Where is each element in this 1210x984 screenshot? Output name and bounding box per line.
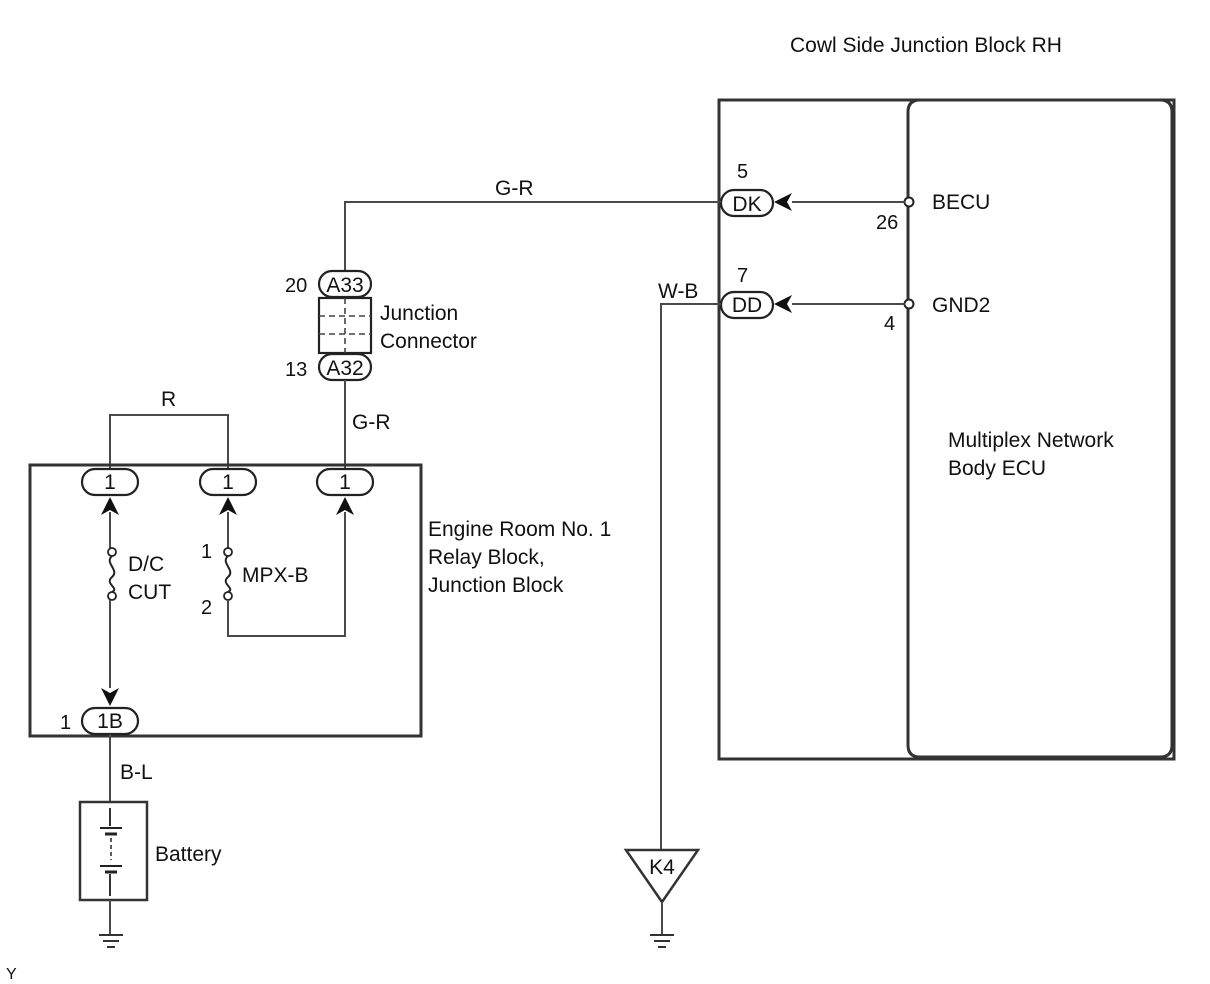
wire-gr-top-label: G-R [495, 177, 534, 200]
body-ecu-name-line1: Multiplex Network [948, 429, 1114, 452]
mpx-b-fuse-icon [224, 555, 232, 593]
relay-right-arrow-icon [336, 497, 354, 515]
relay-block-name-line3: Junction Block [428, 574, 564, 597]
battery-cells-icon [100, 808, 122, 896]
wire-r-label: R [161, 388, 176, 411]
dc-cut-fuse-icon [108, 555, 116, 593]
becu-pin-number: 26 [876, 212, 898, 234]
wire-r [109, 414, 229, 468]
mpx-b-pin1: 1 [201, 541, 212, 563]
mpx-b-terminal-bottom [223, 591, 233, 601]
battery-ground-icon [99, 934, 123, 948]
connector-a33-label: A33 [326, 274, 363, 297]
relay-block-outline [28, 463, 423, 738]
dc-cut-label-line2: CUT [128, 581, 171, 604]
relay-connector-mid-pin: 1 [222, 471, 234, 494]
mpx-b-terminal-top [223, 547, 233, 557]
relay-mid-arrow-icon [219, 497, 237, 515]
junction-connector-name-line2: Connector [380, 330, 477, 353]
becu-terminal [903, 196, 915, 208]
dk-terminal-arrow-icon [774, 193, 792, 211]
connector-dd-pin: 7 [737, 265, 748, 287]
wire-gr-mid-label: G-R [352, 411, 391, 434]
connector-dk-pin: 5 [737, 161, 748, 183]
gnd2-label: GND2 [932, 294, 990, 317]
connector-a32-pin: 13 [285, 359, 307, 381]
relay-connector-left-pin: 1 [104, 471, 116, 494]
gnd2-terminal [903, 298, 915, 310]
wire-wb [660, 303, 721, 850]
junction-connector-name-line1: Junction [380, 302, 458, 325]
dd-terminal-arrow-icon [774, 295, 792, 313]
battery-label: Battery [155, 843, 222, 866]
connector-1b-label: 1B [97, 710, 123, 733]
dc-cut-terminal-bottom [107, 591, 117, 601]
wire-bl-label: B-L [120, 761, 153, 784]
connector-dk-label: DK [732, 193, 761, 216]
relay-connector-mid [198, 467, 258, 497]
body-ecu-name-line2: Body ECU [948, 457, 1046, 480]
body-ecu-outline [906, 98, 1174, 759]
relay-connector-right-pin: 1 [339, 471, 351, 494]
footer-code: Y [6, 966, 17, 983]
k4-ground-icon [650, 934, 674, 948]
gnd2-pin-number: 4 [884, 313, 895, 335]
relay-connector-left [80, 467, 140, 497]
relay-1b-arrow-icon [101, 688, 119, 706]
cowl-junction-block-title: Cowl Side Junction Block RH [790, 34, 1062, 57]
k4-ground-label: K4 [649, 856, 675, 879]
wire-gr-top [344, 201, 721, 270]
relay-left-arrow-icon [101, 497, 119, 515]
mpx-b-pin2: 2 [201, 597, 212, 619]
relay-block-name-line2: Relay Block, [428, 546, 545, 569]
dc-cut-terminal-top [107, 547, 117, 557]
connector-a33-pin: 20 [285, 275, 307, 297]
k4-ground-point-icon [623, 848, 701, 905]
connector-dd-label: DD [732, 294, 762, 317]
junction-connector-body [317, 296, 373, 355]
wire-wb-label: W-B [658, 280, 698, 303]
dc-cut-label-line1: D/C [128, 553, 164, 576]
connector-a32-label: A32 [326, 357, 363, 380]
relay-connector-right [315, 467, 375, 497]
battery-body [78, 800, 149, 902]
mpx-b-wire-bottom [227, 512, 346, 637]
mpx-b-label: MPX-B [242, 564, 309, 587]
connector-1b-pin: 1 [60, 712, 71, 734]
becu-label: BECU [932, 191, 990, 214]
relay-block-name-line1: Engine Room No. 1 [428, 518, 611, 541]
